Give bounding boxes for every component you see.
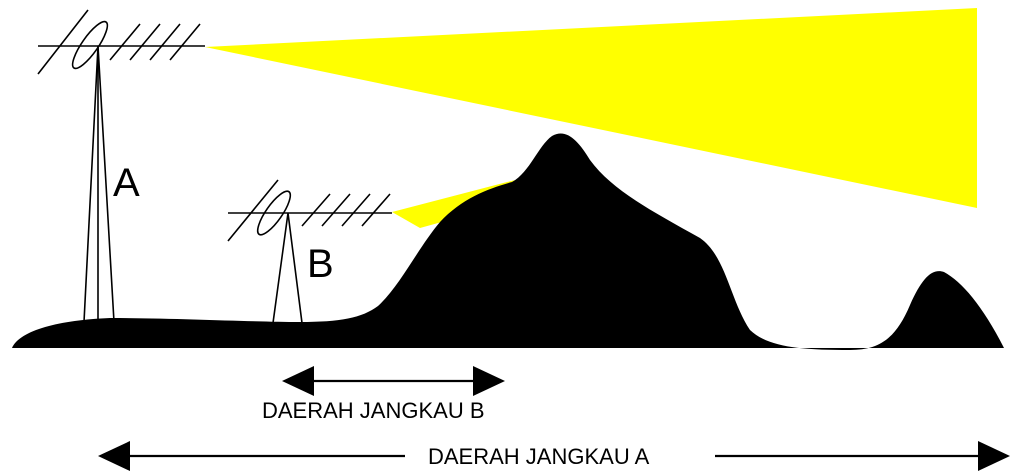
range-b-arrow-right-icon <box>473 366 505 396</box>
tower-a <box>84 46 114 322</box>
tower-b-mast <box>273 213 302 323</box>
range-a-arrow-left-icon <box>98 441 130 471</box>
range-b-arrow <box>282 366 505 396</box>
antenna-b-icon <box>228 180 392 241</box>
tower-a-mast <box>84 46 114 322</box>
range-b-arrow-left-icon <box>282 366 314 396</box>
range-b-label: DAERAH JANGKAU B <box>262 398 485 423</box>
antenna-a-icon <box>38 10 205 74</box>
tower-a-label: A <box>113 161 140 205</box>
tower-b <box>273 213 302 323</box>
tower-b-label: B <box>307 242 334 286</box>
range-a-label: DAERAH JANGKAU A <box>428 444 650 469</box>
range-a-arrow-right-icon <box>978 441 1010 471</box>
